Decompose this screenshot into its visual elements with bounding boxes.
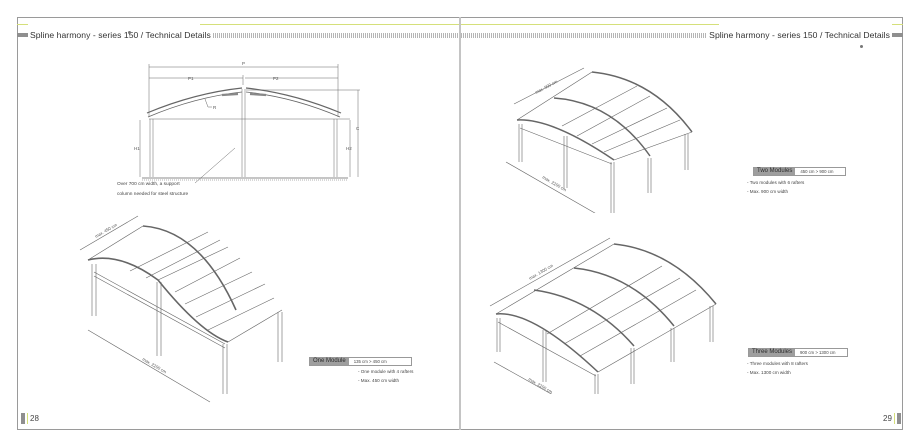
right-registration-dot [860, 45, 863, 48]
header-tick-pattern [212, 32, 460, 38]
spec-note: - Two modules with 6 rafters [747, 180, 805, 185]
spec-label: Two Modules [754, 168, 796, 175]
spec-label: Three Modules [749, 349, 796, 356]
right-page-number: 29 [883, 413, 901, 424]
right-header: Spline harmony - series 150 / Technical … [461, 28, 903, 42]
section-drawing-svg: P P1 P2 R H1 H2 C [134, 61, 360, 184]
three-modules-iso-drawing: max. 1300 cm max. 2200 cm [482, 234, 722, 394]
dim-label-C: C [356, 126, 360, 131]
spec-label: One Module [310, 358, 349, 365]
support-column-note: Over 700 cm width, a support column need… [117, 180, 188, 200]
dim-label-R: R [213, 105, 217, 110]
three-modules-svg: max. 1300 cm max. 2200 cm [489, 237, 717, 394]
spec-value: 900 cm > 1300 cm [795, 349, 848, 356]
one-module-iso-drawing: max. 450 cm max. 2200 cm [60, 212, 310, 408]
two-modules-iso-drawing: max. 900 cm max. 2200 cm [492, 58, 707, 213]
two-modules-spec: Two Modules 450 cm > 900 cm [753, 167, 847, 176]
right-page: Spline harmony - series 150 / Technical … [461, 17, 903, 430]
three-modules-length-dim: max. 2200 cm [528, 377, 554, 394]
one-module-svg: max. 450 cm max. 2200 cm [79, 215, 283, 403]
page-gutter [459, 17, 461, 430]
one-module-notes: - One module with 4 rafters - Max. 450 c… [358, 368, 413, 385]
spec-note: - Max. 1300 cm width [747, 369, 791, 375]
spec-note: - Max. 450 cm width [358, 377, 400, 383]
one-module-length-dim: max. 2200 cm [142, 357, 168, 375]
left-page: Spline harmony - series 150 / Technical … [17, 17, 460, 430]
right-accent-line [461, 24, 719, 25]
left-accent-line-short [17, 24, 28, 25]
left-header-title: Spline harmony - series 150 / Technical … [30, 30, 211, 40]
note-line-1: Over 700 cm width, a support [117, 182, 180, 187]
three-modules-spec: Three Modules 900 cm > 1300 cm [748, 348, 849, 357]
dim-label-P: P [242, 61, 245, 66]
spec-value: 450 cm > 900 cm [795, 168, 846, 175]
page-number-separator [27, 413, 28, 424]
dim-label-P1: P1 [188, 76, 194, 81]
three-modules-notes: - Three modules with 8 rafters - Max. 13… [747, 360, 808, 377]
spec-value: 135 cm > 450 cm [348, 358, 411, 365]
header-tab-marker [892, 33, 903, 37]
page-number-text: 28 [30, 414, 39, 423]
left-accent-line [200, 24, 460, 25]
left-page-number: 28 [21, 413, 39, 424]
left-registration-dot [128, 31, 131, 34]
dim-label-H2: H2 [346, 146, 352, 151]
left-header: Spline harmony - series 150 / Technical … [17, 28, 460, 42]
section-elevation-drawing: P P1 P2 R H1 H2 C [100, 55, 380, 190]
two-modules-width-dim: max. 900 cm [534, 79, 558, 95]
one-module-width-dim: max. 450 cm [94, 222, 118, 239]
dim-label-P2: P2 [273, 76, 279, 81]
page-number-tab [896, 413, 901, 424]
dim-label-H1: H1 [134, 146, 140, 151]
right-accent-line-short [892, 24, 903, 25]
page-number-separator [893, 413, 895, 424]
page-number-text: 29 [883, 414, 892, 423]
header-tab-marker [17, 33, 28, 37]
one-module-spec: One Module 135 cm > 450 cm [309, 357, 412, 366]
note-line-2: column needed for steel structure [117, 192, 189, 197]
right-header-title: Spline harmony - series 150 / Technical … [709, 30, 890, 40]
two-modules-notes: - Two modules with 6 rafters - Max. 900 … [747, 179, 804, 196]
two-modules-svg: max. 900 cm max. 2200 cm [505, 67, 693, 213]
header-tick-pattern [461, 32, 708, 38]
spec-note: - Three modules with 8 rafters [747, 361, 808, 366]
page-number-tab [21, 413, 25, 424]
spec-note: - One module with 4 rafters [358, 369, 414, 374]
spec-note: - Max. 900 cm width [747, 188, 789, 194]
